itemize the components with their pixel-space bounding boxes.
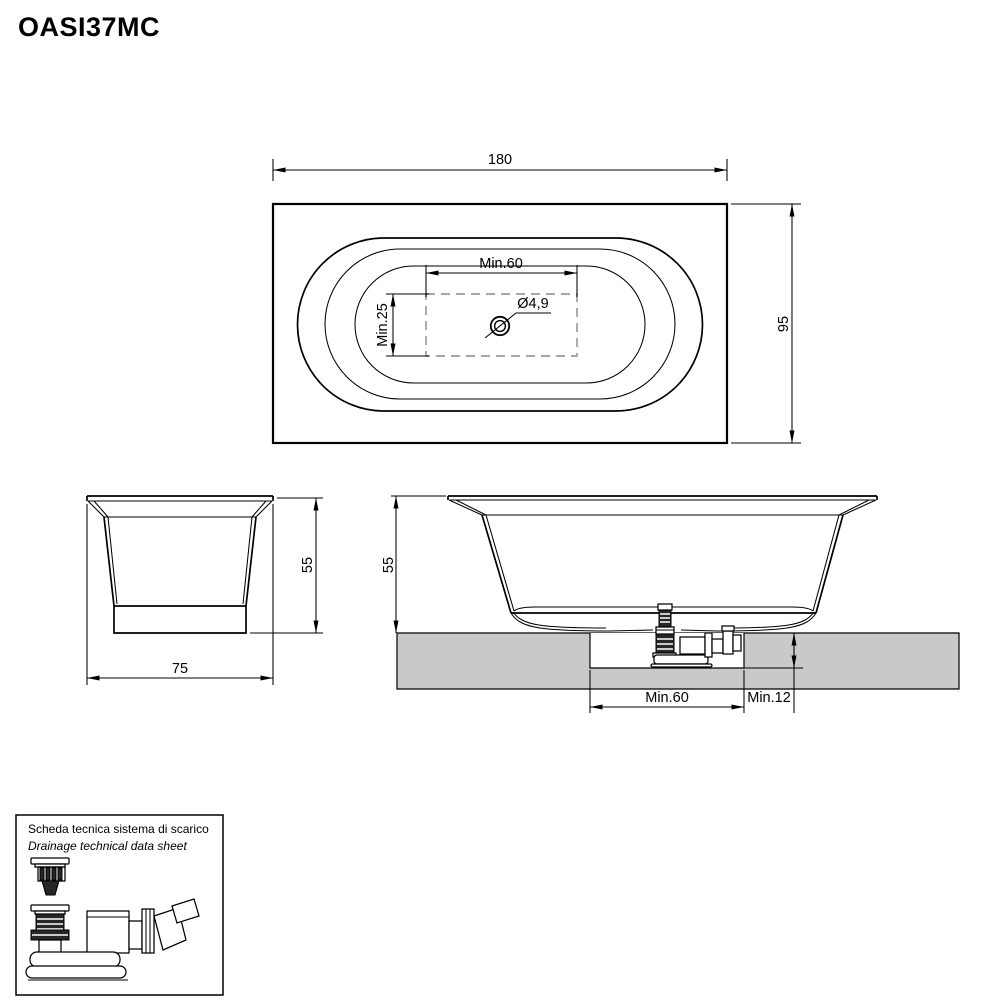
dim-side-height-label: 55 xyxy=(381,557,397,573)
tub-rim-inner-oval xyxy=(324,248,676,400)
dim-end-height: 55 xyxy=(250,497,323,634)
dim-min-install-width: Min.60 xyxy=(425,256,578,297)
dim-overall-depth-label: 95 xyxy=(776,316,792,332)
drain-leader-line xyxy=(484,312,551,339)
drain-waste-body xyxy=(30,904,70,954)
siphon-pan xyxy=(653,654,709,665)
dim-recess-width-label: Min.60 xyxy=(645,690,689,706)
dim-overall-width: 180 xyxy=(272,152,728,181)
install-zone-dashed-rect xyxy=(425,293,578,357)
drain-sheet-title-en: Drainage technical data sheet xyxy=(28,839,187,853)
tub-end-outline xyxy=(86,495,274,634)
dim-recess-offset: Min.12 xyxy=(744,633,803,713)
siphon-housing xyxy=(679,636,706,655)
drain-hole: Ø4,9 xyxy=(484,296,551,339)
outlet-fitting-cap xyxy=(721,625,735,632)
tub-basin-floor-oval xyxy=(354,265,646,384)
tub-end-plinth xyxy=(113,606,247,634)
drain-assembly-side xyxy=(650,603,742,668)
dim-overall-width-label: 180 xyxy=(488,152,512,168)
dim-overall-depth: 95 xyxy=(731,203,801,444)
dim-side-height: 55 xyxy=(381,495,446,633)
pipe-nut xyxy=(704,632,713,658)
outlet-fitting xyxy=(722,630,734,655)
outlet-pipe xyxy=(711,638,724,654)
dim-end-height-label: 55 xyxy=(300,557,316,573)
drain-sheet-title-it: Scheda tecnica sistema di scarico xyxy=(28,822,209,836)
end-elevation-view: 55 75 xyxy=(86,495,323,685)
drain-diameter-label: Ø4,9 xyxy=(517,296,548,312)
side-elevation-view: 55 Min.60 Min.12 xyxy=(381,495,960,713)
product-code-title: OASI37MC xyxy=(18,12,161,42)
dim-end-width-label: 75 xyxy=(172,661,188,677)
dim-recess-width: Min.60 xyxy=(589,670,745,713)
dim-recess-offset-label: Min.12 xyxy=(747,690,791,706)
drain-siphon xyxy=(25,898,200,981)
dim-min-install-depth: Min.25 xyxy=(375,293,429,357)
dim-end-width: 75 xyxy=(86,504,274,685)
dim-min-install-depth-label: Min.25 xyxy=(375,303,391,347)
drain-data-sheet: Scheda tecnica sistema di scarico Draina… xyxy=(15,814,224,996)
drain-popup-plug xyxy=(30,857,70,896)
tub-side-outline xyxy=(447,495,878,632)
popup-plug-knob xyxy=(657,603,673,611)
siphon-pan-foot xyxy=(650,663,713,668)
tub-rim-outer-oval xyxy=(296,237,704,412)
outlet-end xyxy=(732,634,742,652)
tub-plan-outline xyxy=(271,202,729,445)
dim-min-install-width-label: Min.60 xyxy=(479,256,523,272)
plan-view: Ø4,9 180 95 Min.60 Min.25 xyxy=(271,152,801,445)
